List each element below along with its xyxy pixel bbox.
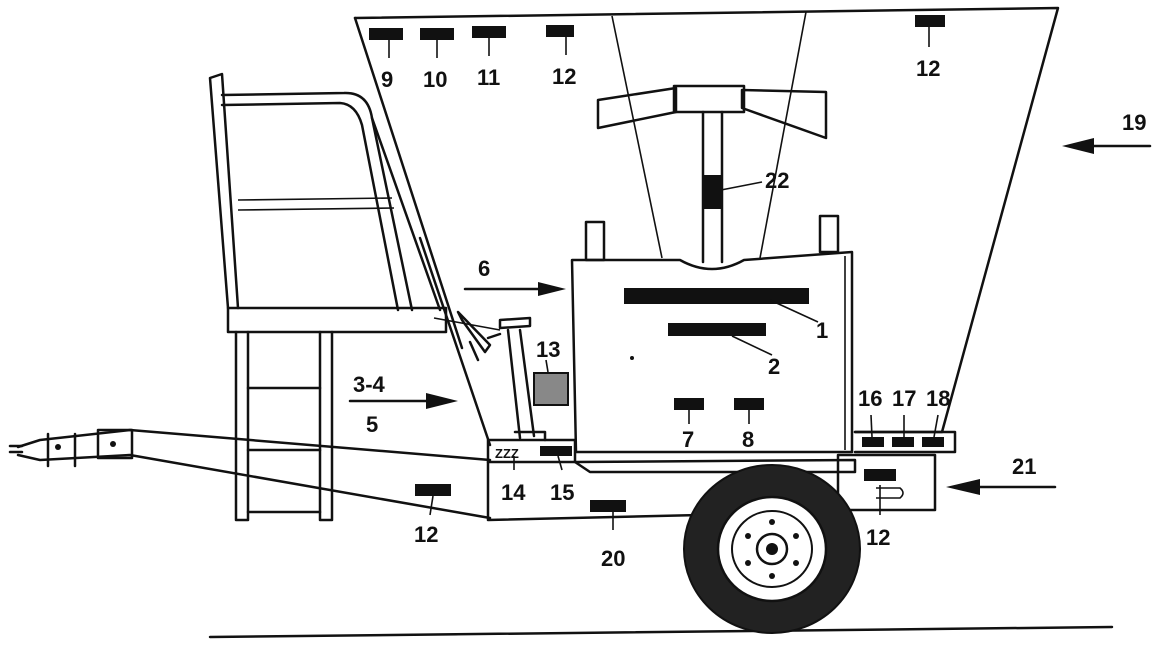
label-plate-13 [533, 372, 569, 406]
label-plate-7 [674, 398, 704, 410]
control-lever [456, 310, 569, 442]
svg-text:ZZZ: ZZZ [495, 446, 519, 461]
callout-6: 6 [478, 256, 490, 281]
label-plate-9 [369, 28, 403, 40]
callout-12-rear: 12 [866, 525, 890, 550]
label-plate-10 [420, 28, 454, 40]
callout-1: 1 [816, 318, 828, 343]
label-plate-11 [472, 26, 506, 38]
callout-2: 2 [768, 354, 780, 379]
callout-21: 21 [1012, 454, 1036, 479]
callout-20: 20 [601, 546, 625, 571]
callout-18: 18 [926, 386, 950, 411]
label-plate-18 [922, 437, 944, 447]
callout-11: 11 [477, 65, 500, 90]
label-plate-2 [668, 323, 766, 336]
wheel [683, 464, 861, 634]
label-plate-1 [624, 288, 809, 304]
callout-3-4: 3-4 [353, 372, 386, 397]
label-plate-17 [892, 437, 914, 447]
platform-ladder [208, 72, 501, 522]
callout-5: 5 [366, 412, 378, 437]
label-plate-16 [862, 437, 884, 447]
label-plate-15 [540, 446, 572, 456]
callout-labels: 1 2 3-4 5 6 7 8 9 10 11 12 12 12 12 13 1… [353, 56, 1146, 571]
callout-9: 9 [381, 67, 393, 92]
label-plate-12-top-b [915, 15, 945, 27]
callout-12-axle: 12 [414, 522, 438, 547]
callout-10: 10 [423, 67, 447, 92]
leader-lines [429, 414, 939, 530]
label-plate-22 [704, 175, 721, 209]
label-plate-12-top-a [546, 25, 574, 37]
callout-15: 15 [550, 480, 574, 505]
callout-7: 7 [682, 427, 694, 452]
callout-19: 19 [1122, 110, 1146, 135]
callout-16: 16 [858, 386, 882, 411]
callout-14: 14 [501, 480, 526, 505]
callout-13: 13 [536, 337, 560, 362]
top-label-plates [369, 15, 945, 58]
label-plate-20 [590, 500, 626, 512]
label-plate-12-rear [864, 469, 896, 481]
callout-17: 17 [892, 386, 916, 411]
callout-8: 8 [742, 427, 754, 452]
hopper [353, 6, 1060, 447]
callout-22: 22 [765, 168, 789, 193]
auger-top [596, 84, 828, 264]
arrows [348, 138, 1152, 495]
callout-12-top-a: 12 [552, 64, 576, 89]
callout-12-top-b: 12 [916, 56, 940, 81]
label-plate-12-axle [415, 484, 451, 496]
label-plate-8 [734, 398, 764, 410]
front-panel [570, 214, 854, 454]
ground-line [208, 625, 1114, 639]
